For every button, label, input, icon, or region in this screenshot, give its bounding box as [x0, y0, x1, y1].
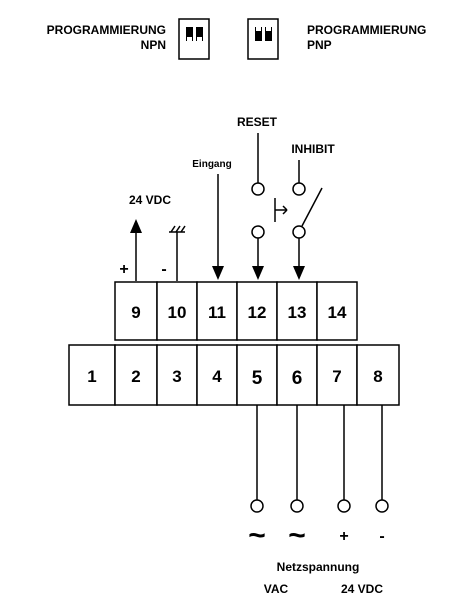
- terminal-12-label: 12: [248, 303, 267, 322]
- terminal-2-cell: [114, 344, 158, 406]
- mains-supply-wires: [250, 405, 389, 513]
- terminal-8-cell: [356, 344, 400, 406]
- terminal-5-label: 5: [252, 368, 263, 389]
- npn-label-line1: PROGRAMMIERUNG: [47, 23, 166, 37]
- npn-dip-switch: [178, 18, 210, 60]
- terminal-11-cell: [196, 281, 238, 341]
- input-arrow: [212, 174, 224, 280]
- pnp-label-line1: PROGRAMMIERUNG: [307, 23, 426, 37]
- vdc-label: 24 VDC: [341, 582, 383, 596]
- terminal10-minus-sign: -: [161, 261, 166, 278]
- upper-terminal-block: 9 10 11 12 13 14: [114, 281, 358, 341]
- mains-title: Netzspannung: [277, 560, 360, 574]
- terminal-11-label: 11: [208, 303, 226, 322]
- inhibit-label: INHIBIT: [291, 142, 335, 156]
- terminal-13-label: 13: [288, 303, 307, 322]
- terminal-6-label: 6: [292, 368, 303, 389]
- terminal-10-label: 10: [168, 303, 187, 322]
- vac-label: VAC: [264, 582, 289, 596]
- ac-tilde-1: ~: [248, 519, 266, 552]
- dc-plus-sign: +: [339, 528, 348, 545]
- ground-symbol: [169, 225, 186, 281]
- terminal-4-label: 4: [212, 367, 222, 386]
- terminal-12-cell: [236, 281, 278, 341]
- pnp-dip-switch: [247, 18, 279, 60]
- supply-out-label: 24 VDC: [129, 193, 171, 207]
- terminal-3-label: 3: [172, 367, 181, 386]
- terminal-1-label: 1: [87, 367, 96, 386]
- terminal-14-cell: [316, 281, 358, 341]
- terminal-3-cell: [156, 344, 198, 406]
- terminal-8-label: 8: [373, 367, 382, 386]
- supply-output-arrow: [130, 219, 142, 281]
- reset-label: RESET: [237, 115, 278, 129]
- ac-tilde-2: ~: [288, 519, 306, 552]
- terminal9-plus-sign: +: [119, 261, 128, 278]
- terminal-9-label: 9: [131, 303, 140, 322]
- terminal-7-label: 7: [332, 367, 341, 386]
- inhibit-switch: [292, 160, 323, 280]
- pnp-label-line2: PNP: [307, 38, 332, 52]
- terminal-2-label: 2: [131, 367, 140, 386]
- dc-minus-sign: -: [379, 528, 384, 545]
- input-label: Eingang: [192, 159, 231, 170]
- terminal-10-cell: [156, 281, 198, 341]
- terminal-14-label: 14: [328, 303, 347, 322]
- lower-terminal-block: 1 2 3 4 5 6 7 8: [68, 344, 400, 406]
- terminal-13-cell: [276, 281, 318, 341]
- npn-label-line2: NPN: [141, 38, 166, 52]
- terminal-9-cell: [114, 281, 158, 341]
- terminal-4-cell: [196, 344, 238, 406]
- terminal-6-cell: [276, 344, 318, 406]
- reset-pushbutton: [251, 133, 288, 280]
